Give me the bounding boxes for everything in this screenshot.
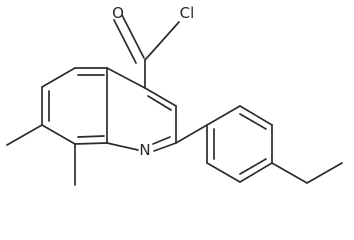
bond-ph4-ethyl <box>271 162 308 184</box>
atom-label-chlorine: Cl <box>180 4 195 22</box>
bond-ph2-ph3-outer <box>239 105 273 126</box>
bond-c4-c3-outer <box>144 87 177 107</box>
bond-c2-n1-inner <box>152 136 171 145</box>
bond-ph2-ph3-inner <box>239 113 267 130</box>
atom-label-oxygen: O <box>112 4 124 22</box>
bond-ph4-ph5-inner <box>239 158 267 175</box>
bond-c2-n1-outer <box>153 142 177 152</box>
bond-ethyl-ch3 <box>306 162 343 184</box>
bond-c4-c3-inner <box>147 95 172 111</box>
bond-c2-phenyl <box>175 124 208 144</box>
bond-ph1-ph2 <box>206 105 241 126</box>
bond-c-cl <box>144 21 180 61</box>
structure-drawing: O Cl N <box>6 4 343 186</box>
bond-c4-c4a <box>106 67 146 89</box>
bond-carbonyl-b <box>121 14 145 59</box>
atom-label-set: O Cl N <box>112 4 194 159</box>
bond-set <box>6 14 343 186</box>
bond-n1-c8a <box>106 142 139 151</box>
bond-ph5-ph6 <box>206 162 241 183</box>
bond-c8-c8a-outer <box>74 142 108 145</box>
bond-c7-c8 <box>41 124 76 145</box>
bond-c8-c8a-inner <box>77 135 105 138</box>
bond-carbonyl-a <box>113 19 137 64</box>
atom-label-nitrogen: N <box>139 141 150 159</box>
bond-c5-c6 <box>41 67 76 88</box>
molecule-canvas: O Cl N <box>6 4 343 186</box>
bond-c7-methyl <box>6 124 43 146</box>
bond-ph4-ph5-outer <box>239 162 273 183</box>
